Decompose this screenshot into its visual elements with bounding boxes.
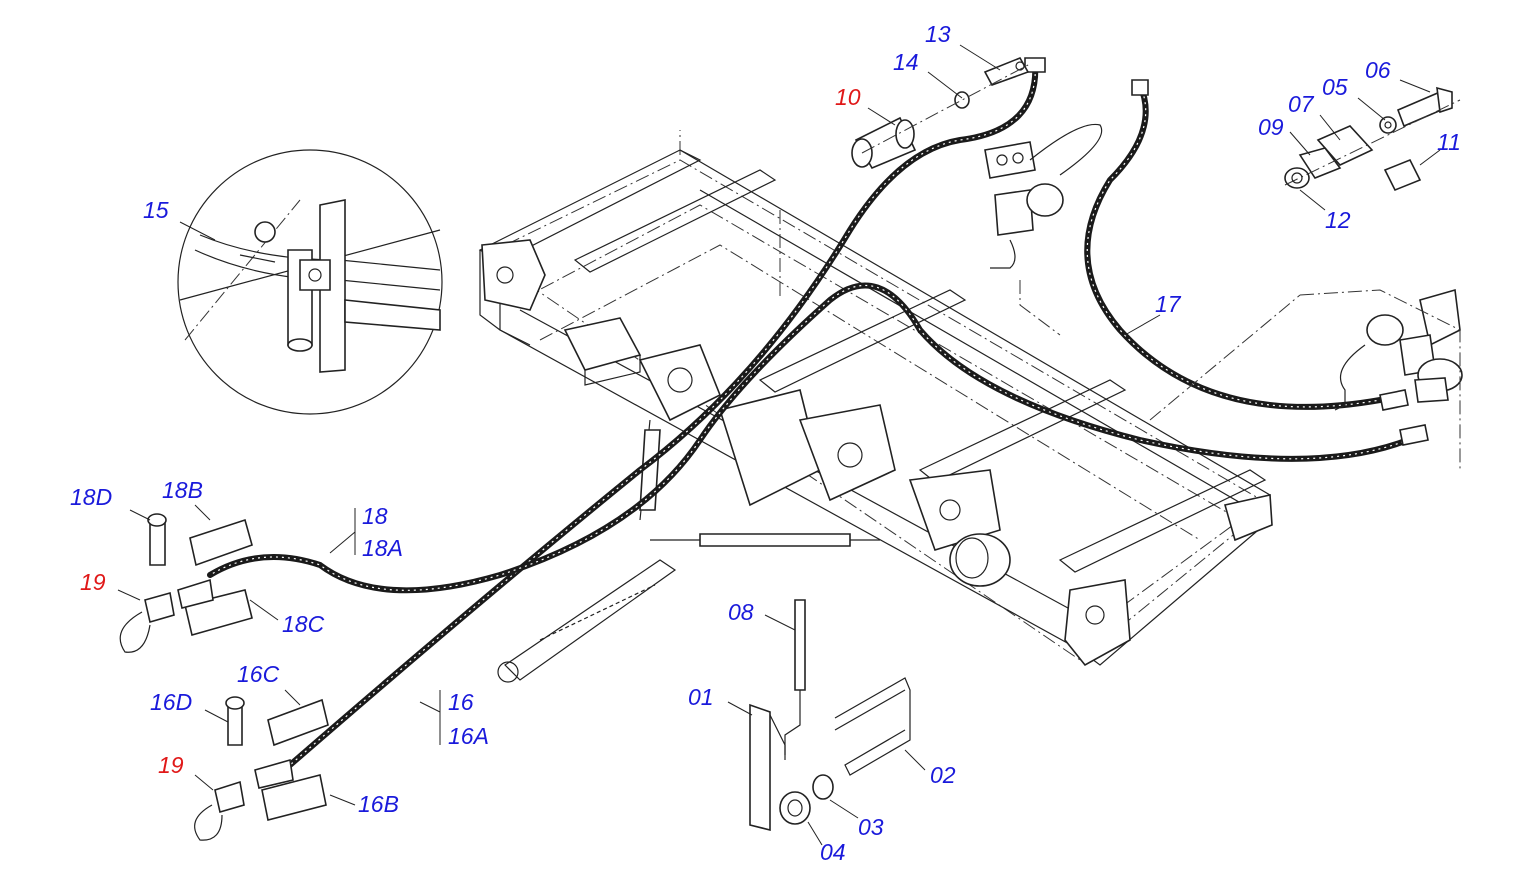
label-18B: 18B xyxy=(162,477,203,503)
label-16C: 16C xyxy=(237,661,280,687)
label-07: 07 xyxy=(1288,91,1315,117)
label-05: 05 xyxy=(1322,74,1348,100)
label-16B: 16B xyxy=(358,791,399,817)
label-02: 02 xyxy=(930,762,956,788)
label-19-top: 19 xyxy=(80,569,106,595)
hose-17 xyxy=(1084,82,1383,410)
hydraulic-motor-icon xyxy=(984,123,1103,336)
label-03: 03 xyxy=(858,814,884,840)
label-16: 16 xyxy=(448,689,474,715)
coupler-parts-16 xyxy=(194,696,329,841)
callout-labels: 13 14 10 06 05 07 09 11 12 17 15 18D 18B… xyxy=(70,21,1461,865)
label-19-bottom: 19 xyxy=(158,752,184,778)
coupler-parts-18 xyxy=(119,513,253,653)
label-04: 04 xyxy=(820,839,846,865)
label-01: 01 xyxy=(688,684,714,710)
right-motor-assembly xyxy=(1149,288,1463,470)
label-18: 18 xyxy=(362,503,388,529)
label-12: 12 xyxy=(1325,207,1351,233)
machine-frame-icon xyxy=(478,130,1273,683)
label-11: 11 xyxy=(1437,129,1461,155)
label-09: 09 xyxy=(1258,114,1284,140)
label-08: 08 xyxy=(728,599,754,625)
jack-parts xyxy=(749,599,911,832)
label-06: 06 xyxy=(1365,57,1391,83)
hardware-group xyxy=(1284,86,1461,192)
hose-16 xyxy=(287,59,1039,768)
label-16A: 16A xyxy=(448,723,489,749)
label-16D: 16D xyxy=(150,689,192,715)
label-17: 17 xyxy=(1155,291,1182,317)
label-10: 10 xyxy=(835,84,861,110)
detail-circle-icon xyxy=(177,149,443,415)
callout-lines xyxy=(117,44,1441,846)
label-15: 15 xyxy=(143,197,169,223)
hydraulic-hose-icon xyxy=(207,57,1429,768)
label-13: 13 xyxy=(925,21,951,47)
top-fittings xyxy=(851,56,1031,170)
label-18D: 18D xyxy=(70,484,112,510)
label-14: 14 xyxy=(893,49,919,75)
label-18A: 18A xyxy=(362,535,403,561)
label-18C: 18C xyxy=(282,611,325,637)
